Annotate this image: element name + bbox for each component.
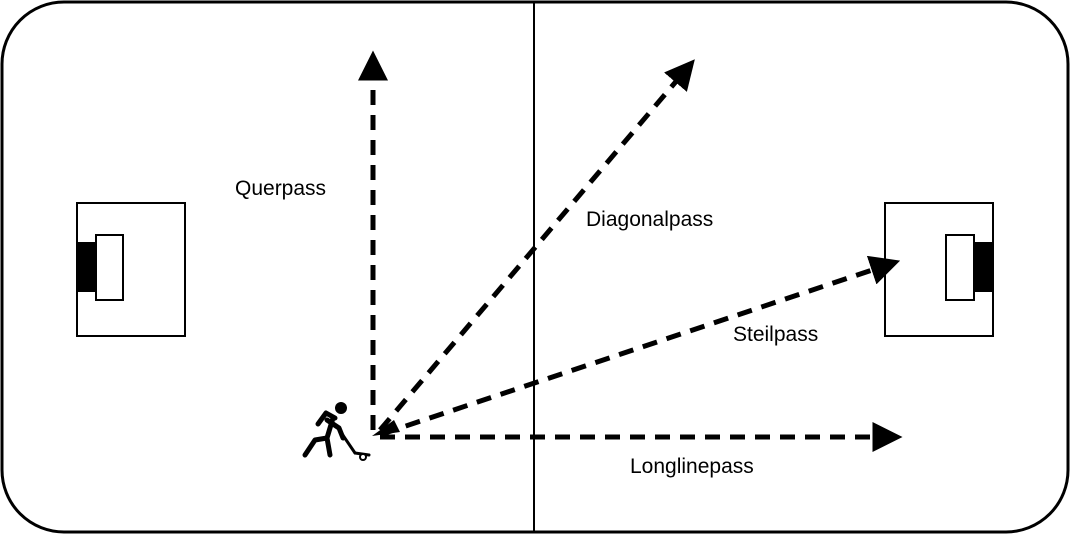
diagonalpass-label: Diagonalpass xyxy=(586,208,713,231)
steilpass-label: Steilpass xyxy=(733,323,818,346)
right-goal-net xyxy=(974,242,993,292)
right-goal-area xyxy=(884,202,994,337)
steilpass-arrow xyxy=(381,255,901,437)
querpass-label: Querpass xyxy=(235,177,326,200)
diagonalpass-arrow xyxy=(378,59,695,432)
longlinepass-label: Longlinepass xyxy=(630,455,754,478)
left-goal-net xyxy=(77,242,96,292)
right-goal-frame xyxy=(945,234,975,301)
floorball-player-icon xyxy=(302,402,371,461)
origin-arrowhead xyxy=(372,420,400,436)
left-goal-frame xyxy=(95,234,124,301)
left-goal-area xyxy=(76,202,186,337)
